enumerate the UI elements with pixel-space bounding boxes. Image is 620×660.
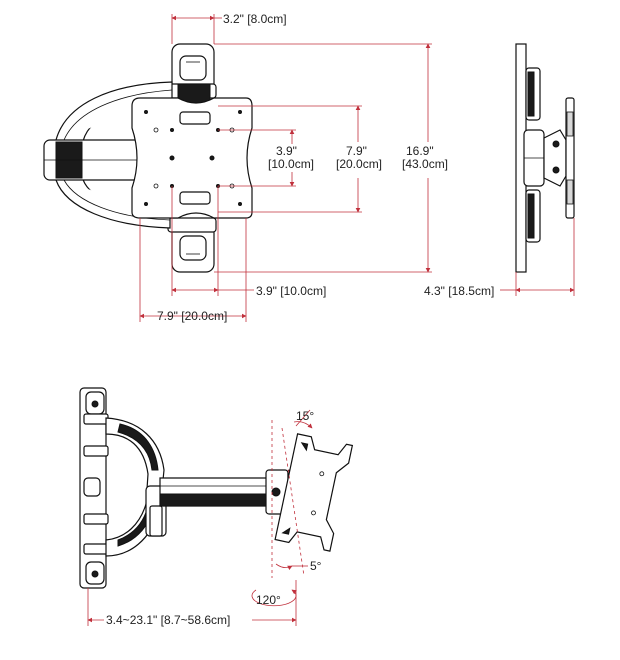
- dim-tilt-up: 15°: [296, 409, 314, 423]
- dim-vesa-small-cm: [10.0cm]: [268, 157, 314, 171]
- ext-vesa-plate: [274, 433, 354, 552]
- dim-swivel: 120°: [256, 593, 281, 607]
- dim-vesa-width-small: 3.9" [10.0cm]: [256, 284, 326, 298]
- dim-vesa-width-large: 7.9" [20.0cm]: [157, 309, 227, 323]
- dim-depth-side: 4.3" [18.5cm]: [424, 284, 494, 298]
- dim-arm-offset-top: 3.2" [8.0cm]: [223, 12, 287, 26]
- dim-height-in: 16.9": [406, 144, 434, 158]
- dim-vesa-small-in: 3.9": [276, 144, 297, 158]
- side-view: 4.3" [18.5cm]: [424, 43, 575, 298]
- dim-vesa-large-cm: [20.0cm]: [336, 157, 382, 171]
- dim-tilt-down: 5°: [310, 559, 322, 573]
- wall-slot-top: [179, 55, 207, 81]
- wall-slot-bottom: [179, 235, 207, 261]
- front-view: 3.2" [8.0cm] 16.9" [43.0cm] 7.9" [20.0cm…: [43, 12, 448, 323]
- extended-view: 15° 5° 120° 3.4~23.1" [8.7~58.6cm]: [79, 387, 354, 627]
- dim-extension: 3.4~23.1" [8.7~58.6cm]: [106, 613, 230, 627]
- dim-vesa-large-in: 7.9": [346, 144, 367, 158]
- dim-height-cm: [43.0cm]: [402, 157, 448, 171]
